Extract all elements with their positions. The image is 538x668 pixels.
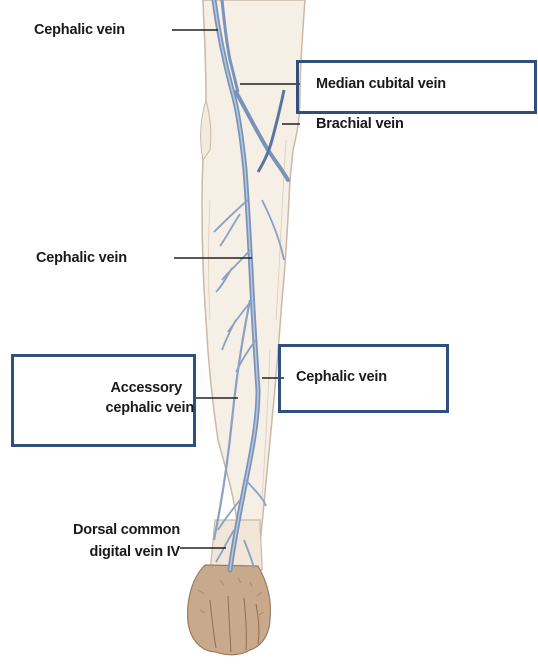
label-dorsal-line2: digital vein IV (10, 542, 180, 562)
label-dorsal-line1: Dorsal common (10, 520, 180, 540)
label-brachial-vein: Brachial vein (316, 114, 404, 134)
label-cephalic-vein-mid: Cephalic vein (36, 248, 127, 268)
label-cephalic-vein-low: Cephalic vein (296, 367, 387, 387)
label-accessory-line2: cephalic vein (30, 398, 194, 418)
label-median-cubital-vein: Median cubital vein (316, 74, 446, 94)
label-cephalic-vein-top: Cephalic vein (34, 20, 125, 40)
label-accessory-line1: Accessory (30, 378, 182, 398)
